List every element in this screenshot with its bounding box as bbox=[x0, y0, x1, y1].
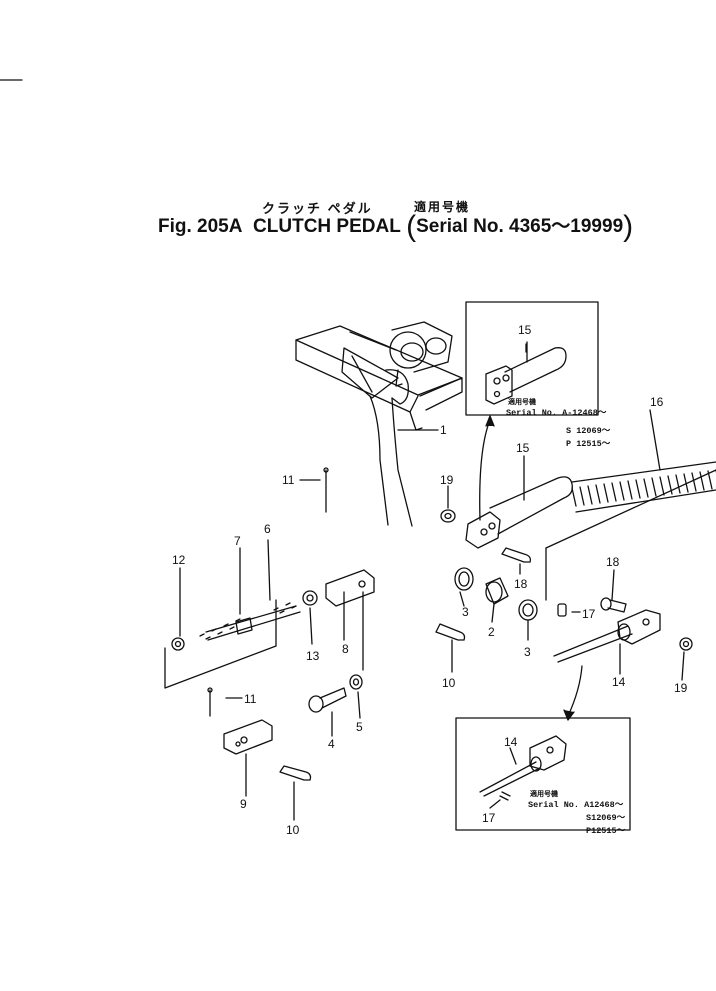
inset-bottom-serial-3: P12515～ bbox=[586, 826, 626, 836]
inset-top-part-15 bbox=[485, 341, 567, 405]
callout-8: 8 bbox=[342, 642, 349, 656]
pin-17-right bbox=[557, 603, 567, 617]
bushing-2 bbox=[485, 577, 509, 605]
inset-top-applicable: 適用号機 bbox=[508, 397, 536, 406]
spring-part-16 bbox=[571, 461, 716, 513]
callout-19: 19 bbox=[674, 681, 688, 695]
serial-japanese: 適用号機 bbox=[414, 200, 471, 214]
nut-13 bbox=[302, 590, 318, 606]
callout-4: 4 bbox=[328, 737, 335, 751]
inset-bottom-serial-2: S12069～ bbox=[586, 813, 626, 823]
clevis-part-9 bbox=[223, 719, 273, 755]
clevis-part-8 bbox=[325, 569, 375, 607]
callout-9: 9 bbox=[240, 797, 247, 811]
inset-top-serial-1: Serial No. A-12468～ bbox=[506, 408, 607, 418]
pin-10-upper bbox=[435, 623, 466, 641]
callout-16: 16 bbox=[650, 395, 664, 409]
pin-10-lower bbox=[279, 765, 312, 781]
pin-18-upper bbox=[501, 547, 532, 563]
callout-5: 5 bbox=[356, 720, 363, 734]
inset-box-top bbox=[465, 301, 599, 416]
callout-18: 18 bbox=[606, 555, 620, 569]
inset-bottom-applicable: 適用号機 bbox=[530, 789, 558, 798]
cotter-pin-11-upper bbox=[323, 467, 329, 513]
nut-12 bbox=[171, 637, 185, 651]
serial-range: Serial No. 4365～19999 bbox=[416, 216, 624, 237]
callout-10: 10 bbox=[442, 676, 456, 690]
inset-bottom-part-14 bbox=[479, 735, 567, 801]
callout-18: 18 bbox=[514, 577, 528, 591]
callout-10: 10 bbox=[286, 823, 300, 837]
callout-14: 14 bbox=[612, 675, 626, 689]
callout-15: 15 bbox=[516, 441, 530, 455]
callout-17: 17 bbox=[582, 607, 596, 621]
nut-19-right bbox=[679, 637, 693, 651]
callout-19: 19 bbox=[440, 473, 454, 487]
title-japanese: クラッチ ペダル bbox=[262, 201, 373, 216]
callout-14: 14 bbox=[504, 735, 518, 749]
arrow-bottom-inset bbox=[567, 665, 583, 717]
arrow-top-inset bbox=[479, 419, 491, 521]
inset-bottom-serial-1: Serial No. A12468～ bbox=[528, 800, 624, 810]
callout-1: 1 bbox=[440, 423, 447, 437]
bolt-18-right bbox=[600, 597, 627, 613]
bracket-line-left bbox=[164, 599, 277, 689]
callout-7: 7 bbox=[234, 534, 241, 548]
part-title: CLUTCH PEDAL bbox=[253, 216, 401, 237]
clutch-pedal-arm bbox=[341, 321, 453, 527]
callout-17: 17 bbox=[482, 811, 496, 825]
callout-2: 2 bbox=[488, 625, 495, 639]
cotter-pin-11-lower bbox=[207, 687, 213, 717]
inset-top-notes: 適用号機 Serial No. A-12468～ S 12069～ P 1251… bbox=[506, 397, 611, 449]
callout-3: 3 bbox=[524, 645, 531, 659]
inset-top-serial-2: S 12069～ bbox=[566, 426, 611, 436]
callout-11: 11 bbox=[282, 473, 295, 487]
pedal-support-bracket bbox=[295, 325, 463, 431]
inset-box-bottom bbox=[455, 717, 631, 831]
rod-part-14-right bbox=[553, 609, 661, 663]
callout-6: 6 bbox=[264, 522, 271, 536]
inset-top-serial-3: P 12515～ bbox=[566, 439, 611, 449]
inset-bottom-notes: 適用号機 Serial No. A12468～ S12069～ P12515～ bbox=[528, 789, 626, 836]
bushing-3-right bbox=[518, 599, 538, 621]
callout-labels: 1 2 3 3 4 5 6 7 8 9 10 10 11 11 12 13 14… bbox=[172, 323, 688, 837]
rod-part-15 bbox=[465, 476, 573, 549]
figure-title: Fig. 205A CLUTCH PEDAL (Serial No. 4365～… bbox=[158, 210, 634, 243]
locknut-7 bbox=[235, 617, 253, 635]
callout-11: 11 bbox=[244, 692, 257, 706]
bracket-line-right bbox=[545, 469, 716, 549]
nut-19-upper bbox=[440, 509, 456, 523]
callout-13: 13 bbox=[306, 649, 320, 663]
callout-3: 3 bbox=[462, 605, 469, 619]
nut-5 bbox=[349, 674, 363, 690]
callout-12: 12 bbox=[172, 553, 186, 567]
bushing-3-left bbox=[454, 567, 474, 591]
figure-number: Fig. 205A bbox=[158, 216, 243, 237]
callout-15: 15 bbox=[518, 323, 532, 337]
bolt-4 bbox=[308, 687, 347, 713]
